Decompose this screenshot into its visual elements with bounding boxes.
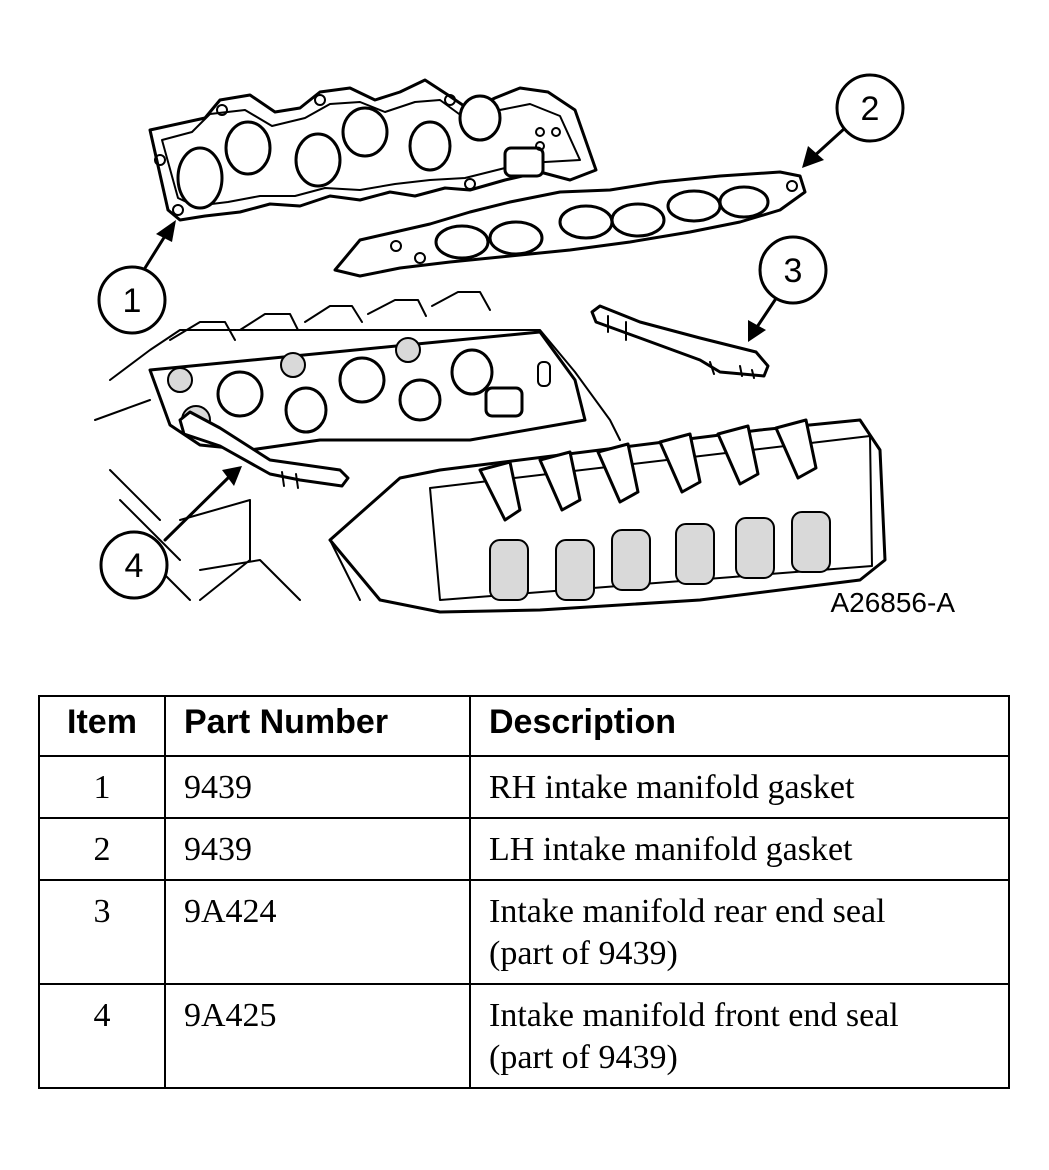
cell-item: 3 — [38, 879, 166, 985]
cell-item: 4 — [38, 983, 166, 1089]
cell-item: 2 — [38, 817, 166, 881]
svg-text:1: 1 — [123, 282, 142, 320]
cell-description: RH intake manifold gasket — [469, 755, 1010, 819]
svg-text:2: 2 — [861, 90, 880, 128]
svg-text:4: 4 — [125, 547, 144, 585]
table-row: 4 9A425 Intake manifold front end seal (… — [38, 983, 1010, 1089]
svg-text:3: 3 — [784, 252, 803, 290]
parts-table: Item Part Number Description 1 9439 RH i… — [38, 695, 1010, 1089]
header-description: Description — [469, 695, 1010, 757]
cell-part-number: 9439 — [164, 817, 471, 881]
header-part-number: Part Number — [164, 695, 471, 757]
table-row: 2 9439 LH intake manifold gasket — [38, 817, 1010, 881]
cell-part-number: 9A425 — [164, 983, 471, 1089]
engine-assembly — [94, 291, 887, 614]
rear-end-seal — [590, 304, 770, 379]
table-row: 3 9A424 Intake manifold rear end seal (p… — [38, 879, 1010, 985]
figure-id: A26856-A — [830, 587, 955, 618]
description-line: (part of 9439) — [489, 935, 678, 972]
table-row: 1 9439 RH intake manifold gasket — [38, 755, 1010, 819]
callout-3: 3 — [758, 235, 828, 305]
description-line: RH intake manifold gasket — [489, 769, 855, 806]
description-line: Intake manifold front end seal — [489, 997, 899, 1034]
callout-4: 4 — [99, 530, 169, 600]
table-header-row: Item Part Number Description — [38, 695, 1010, 757]
header-item: Item — [38, 695, 166, 757]
description-line: LH intake manifold gasket — [489, 831, 853, 868]
callout-1: 1 — [97, 265, 167, 335]
front-end-seal — [178, 410, 350, 489]
cell-part-number: 9439 — [164, 755, 471, 819]
leader-lines — [143, 126, 847, 542]
cell-description: Intake manifold rear end seal (part of 9… — [469, 879, 1010, 985]
cell-item: 1 — [38, 755, 166, 819]
rh-intake-manifold-gasket — [148, 78, 598, 222]
cell-description: LH intake manifold gasket — [469, 817, 1010, 881]
exploded-view-illustration: 1 2 3 4 A26856-A — [94, 73, 955, 618]
lh-intake-manifold-gasket — [333, 170, 807, 278]
cell-description: Intake manifold front end seal (part of … — [469, 983, 1010, 1089]
callout-2: 2 — [835, 73, 905, 143]
description-line: Intake manifold rear end seal — [489, 893, 886, 930]
description-line: (part of 9439) — [489, 1039, 678, 1076]
cell-part-number: 9A424 — [164, 879, 471, 985]
